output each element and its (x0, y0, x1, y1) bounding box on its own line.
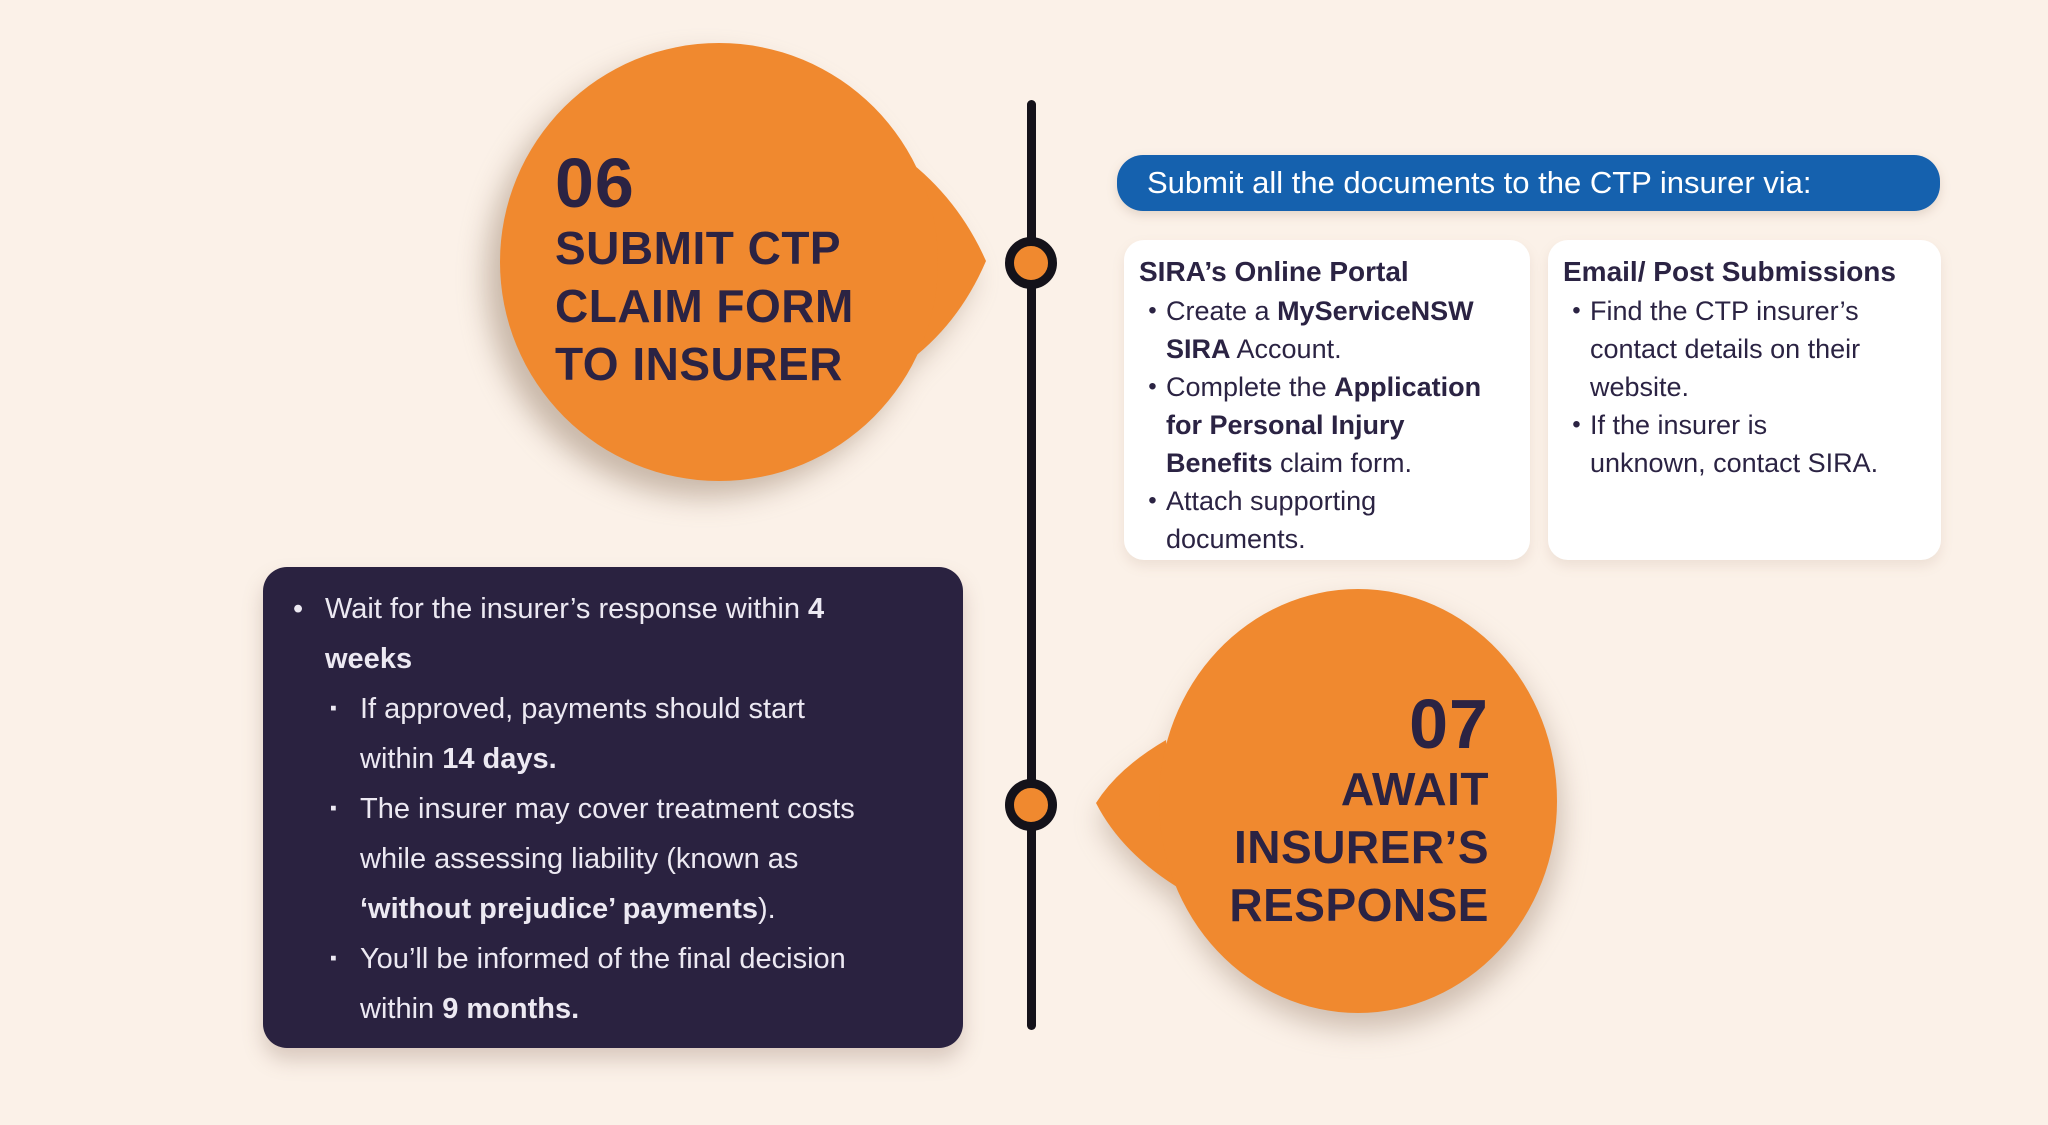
timeline-node-step07 (1005, 779, 1057, 831)
step06-bubble-circle (500, 43, 938, 481)
step07-bubble-circle (1159, 589, 1557, 1013)
list-item: ▪ You’ll be informed of the final decisio… (322, 934, 923, 1034)
bullet-icon: • (293, 593, 304, 625)
step07-title-line-1: AWAIT (1340, 763, 1489, 815)
bullet-icon: • (1572, 297, 1581, 324)
step07-title-line-3: RESPONSE (1229, 879, 1489, 931)
response-card: • Wait for the insurer’s response within … (263, 567, 963, 1048)
bullet-icon: • (1148, 373, 1157, 400)
list-item-text: Wait for the insurer’s response within 4… (325, 593, 825, 675)
step07-title-line-2: INSURER’S (1234, 821, 1489, 873)
step06-title-line-1: SUBMIT CTP (555, 222, 842, 274)
list-item: • Wait for the insurer’s response within … (287, 584, 923, 684)
response-card-list: • Wait for the insurer’s response within … (287, 584, 923, 1034)
bullet-icon: ▪ (330, 948, 337, 969)
step07-bubble (1096, 589, 1557, 1013)
email-card-heading: Email/ Post Submissions (1563, 256, 1896, 287)
bullet-icon: ▪ (330, 798, 337, 819)
bullet-icon: • (1148, 487, 1157, 514)
timeline-node-step06 (1005, 237, 1057, 289)
step06-title-line-2: CLAIM FORM (555, 280, 854, 332)
step06-title-line-3: TO INSURER (555, 338, 843, 390)
step06-label: 06 SUBMIT CTP CLAIM FORM TO INSURER (555, 147, 854, 393)
portal-card-heading: SIRA’s Online Portal (1139, 256, 1409, 287)
bullet-icon: • (1148, 297, 1157, 324)
portal-card: SIRA’s Online Portal • Create a MyService… (1124, 240, 1530, 560)
list-item-text: You’ll be informed of the final decision… (360, 943, 846, 1025)
timeline-line (1027, 100, 1036, 1030)
step07-number: 07 (1409, 685, 1489, 763)
bullet-icon: • (1572, 411, 1581, 438)
submit-banner: Submit all the documents to the CTP insu… (1117, 155, 1940, 211)
step06-number: 06 (555, 144, 635, 222)
bullet-icon: ▪ (330, 698, 337, 719)
email-card: Email/ Post Submissions • Find the CTP in… (1548, 240, 1941, 560)
step06-bubble (500, 43, 986, 481)
step07-label: 07 AWAIT INSURER’S RESPONSE (1229, 688, 1489, 934)
